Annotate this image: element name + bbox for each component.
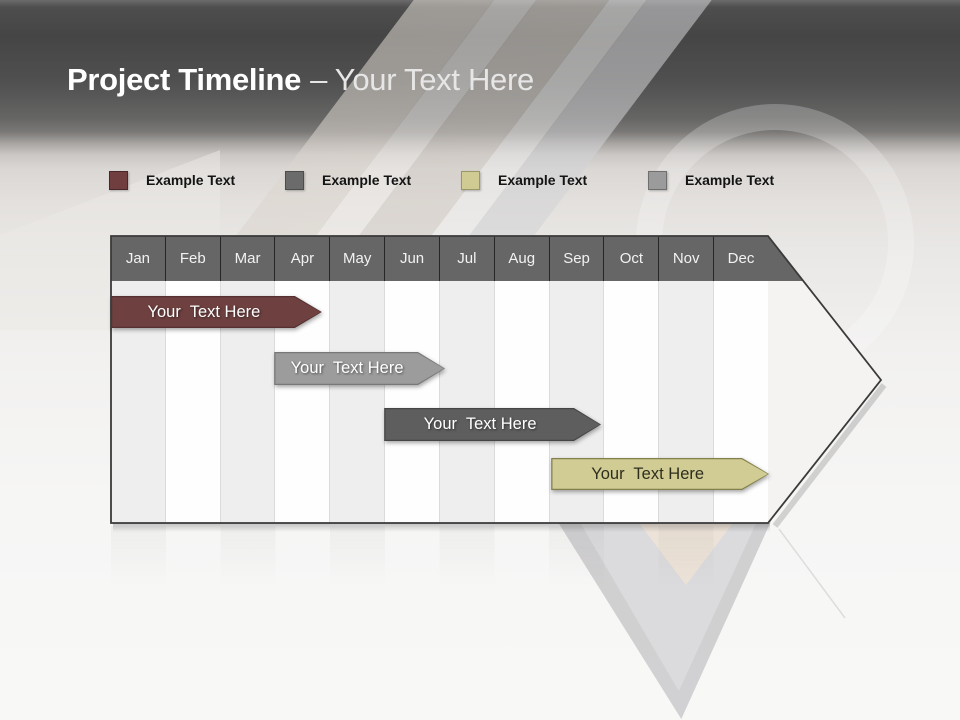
timeline-reflection — [111, 526, 768, 606]
month-cell-jan: Jan — [125, 250, 150, 267]
month-cell-mar: Mar — [219, 236, 275, 281]
legend-label: Example Text — [146, 172, 236, 188]
legend-item-2: Example Text — [285, 169, 411, 191]
column-stripe — [330, 281, 386, 523]
column-stripe — [165, 281, 221, 523]
legend-swatch — [648, 170, 667, 190]
column-stripe — [659, 281, 715, 523]
timeline-bottom-shadow — [113, 523, 770, 532]
column-stripe — [714, 281, 768, 523]
column-stripes — [111, 281, 768, 523]
legend-item-4: Example Text — [648, 169, 774, 191]
slide-title: Project Timeline– Your Text Here — [67, 60, 534, 100]
month-cell-feb: Feb — [164, 236, 220, 281]
month-cell-sep: Sep — [548, 236, 604, 281]
column-stripe — [275, 281, 331, 523]
column-stripe — [111, 281, 166, 523]
legend-swatch — [461, 170, 480, 190]
column-stripe — [385, 281, 440, 523]
legend-item-1: Example Text — [109, 169, 235, 191]
month-cell-aug: Aug — [493, 236, 549, 281]
month-band-corner — [768, 236, 803, 281]
column-stripe — [439, 281, 495, 523]
slide-title-primary: Project Timeline — [67, 62, 302, 97]
month-cell-jul: Jul — [438, 236, 494, 281]
legend-swatch — [285, 170, 304, 190]
legend-swatch — [109, 170, 128, 190]
month-cell-apr: Apr — [274, 236, 329, 281]
month-cell-jun: Jun — [384, 236, 439, 281]
legend-label: Example Text — [322, 172, 412, 188]
slide-title-secondary: – Your Text Here — [310, 62, 534, 97]
column-stripe — [494, 281, 550, 523]
month-cell-may: May — [329, 236, 384, 281]
column-stripe — [604, 281, 660, 523]
month-cell-nov: Nov — [658, 236, 713, 281]
legend-label: Example Text — [498, 172, 588, 188]
legend-label: Example Text — [685, 172, 775, 188]
month-cell-oct: Oct — [603, 236, 658, 281]
column-stripe — [549, 281, 605, 523]
column-stripe — [220, 281, 276, 523]
month-cell-dec: Dec — [713, 236, 768, 281]
legend-item-3: Example Text — [461, 169, 587, 191]
